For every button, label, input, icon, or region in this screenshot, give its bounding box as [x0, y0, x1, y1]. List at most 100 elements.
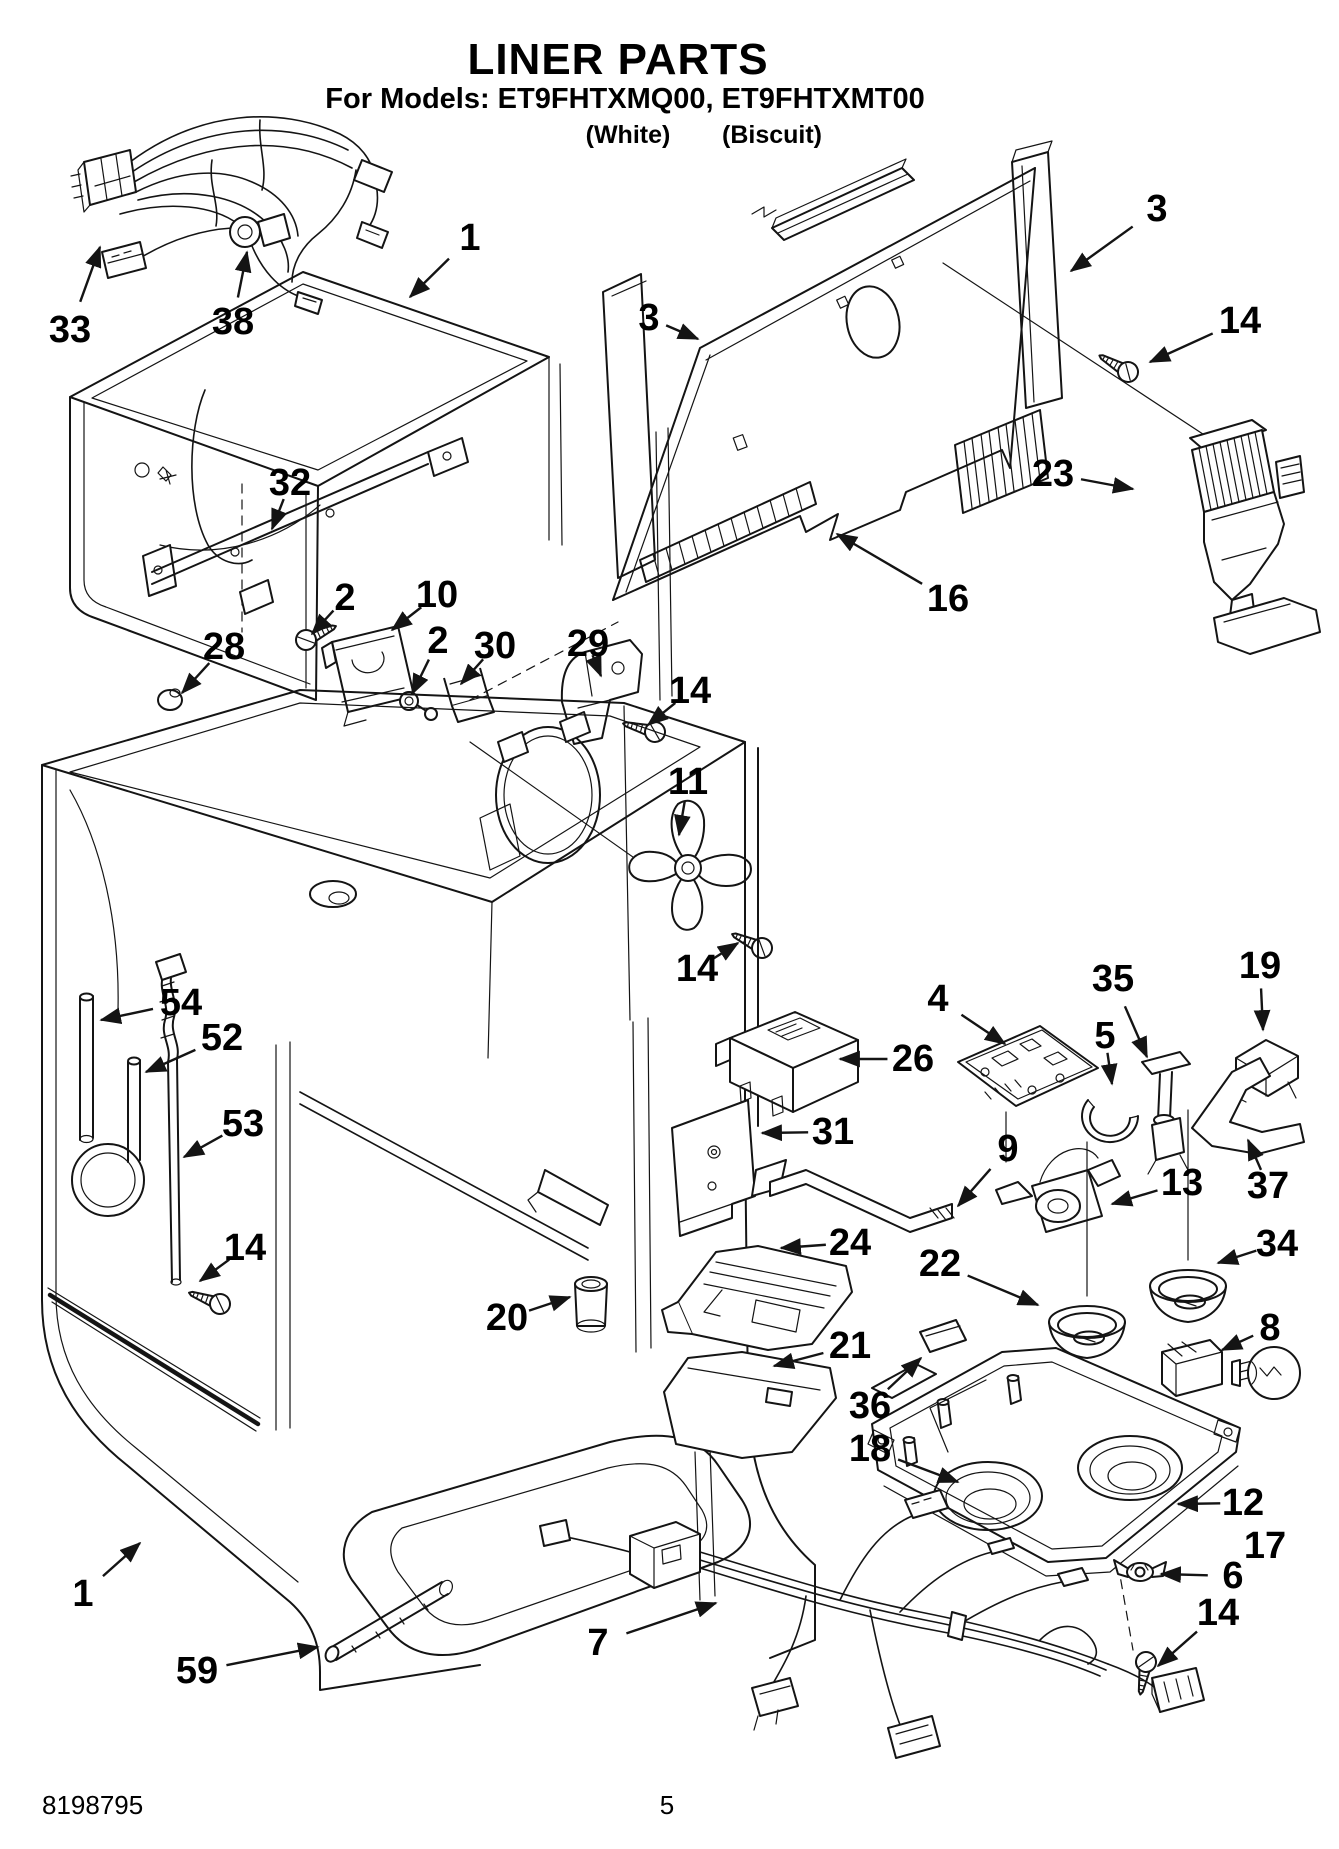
- callout-arrow-14: [198, 1258, 230, 1282]
- callout-number-19: 19: [1239, 945, 1281, 987]
- callout-number-17: 17: [1244, 1525, 1286, 1567]
- doc-number: 8198795: [42, 1790, 143, 1820]
- screw-14c-art: [726, 923, 777, 963]
- callout-arrow-14: [1148, 332, 1214, 364]
- callout-arrow-23: [1080, 477, 1135, 494]
- tube-59-art: [324, 1579, 454, 1663]
- callout-number-20: 20: [486, 1297, 528, 1339]
- callout-number-18: 18: [849, 1428, 891, 1470]
- callout-arrow-6: [1159, 1566, 1208, 1583]
- diagram-artwork: [41, 116, 1321, 1759]
- callout-arrow-7: [626, 1601, 718, 1635]
- callout-arrow-13: [1110, 1189, 1158, 1207]
- screw-14b-art: [619, 712, 669, 746]
- callout-number-33: 33: [49, 309, 91, 351]
- screw-14d-art: [184, 1282, 234, 1318]
- callout-arrow-19: [1253, 988, 1271, 1032]
- footer: 8198795 5: [42, 1790, 674, 1820]
- callout-number-29: 29: [567, 623, 609, 665]
- callout-arrow-20: [528, 1295, 572, 1312]
- callout-number-12: 12: [1222, 1482, 1264, 1524]
- callout-number-26: 26: [892, 1038, 934, 1080]
- callout-arrow-28: [180, 662, 211, 695]
- damper-23-art: [1189, 419, 1321, 655]
- callout-number-14: 14: [669, 670, 711, 712]
- callout-arrow-1: [102, 1541, 142, 1578]
- callout-number-34: 34: [1256, 1223, 1298, 1265]
- callout-arrow-11: [674, 800, 691, 837]
- callout-number-37: 37: [1247, 1165, 1289, 1207]
- wing-nut-6-art: [1113, 1559, 1167, 1582]
- callout-arrow-21: [772, 1351, 824, 1370]
- callout-number-24: 24: [829, 1222, 871, 1264]
- callout-number-1: 1: [72, 1573, 93, 1615]
- callout-number-32: 32: [269, 462, 311, 504]
- callout-arrow-18: [897, 1458, 960, 1484]
- callout-number-54: 54: [160, 982, 202, 1024]
- shield-21-art: [663, 1351, 837, 1459]
- cup-34-art: [1149, 1269, 1227, 1323]
- defrost-thermostat-13-art: [995, 1148, 1121, 1233]
- leader-dashes-30-29: [469, 621, 619, 701]
- plug-20-art: [574, 1276, 608, 1333]
- callout-arrow-14: [1156, 1630, 1198, 1668]
- wire-harness-33-38-art: [70, 116, 393, 315]
- nut-2b-art: [399, 691, 419, 711]
- fresh-food-liner-art: [41, 689, 816, 1691]
- callout-arrow-24: [779, 1238, 826, 1255]
- callout-arrow-8: [1220, 1334, 1254, 1352]
- callout-arrow-37: [1246, 1138, 1264, 1171]
- valve-35-art: [1141, 1051, 1191, 1175]
- axis-lines: [1086, 1109, 1189, 1297]
- control-housing-26-art: [715, 1011, 859, 1117]
- callout-arrow-36: [887, 1356, 923, 1391]
- wedge-36-art: [919, 1319, 967, 1353]
- rear-panel-3-art: [602, 140, 1216, 601]
- socket-bulb-8-art: [1161, 1339, 1301, 1400]
- callout-arrow-9: [956, 1168, 992, 1208]
- clip-5-art: [1081, 1099, 1140, 1144]
- header: LINER PARTS For Models: ET9FHTXMQ00, ET9…: [325, 35, 924, 149]
- callout-number-2: 2: [334, 577, 355, 619]
- callout-arrow-1: [408, 257, 450, 299]
- tubes-54-52-53-art: [79, 953, 187, 1286]
- callout-arrow-14: [710, 941, 740, 961]
- callout-number-52: 52: [201, 1017, 243, 1059]
- bracket-32-art: [142, 437, 469, 615]
- callout-arrow-2: [310, 609, 335, 636]
- callout-number-14: 14: [224, 1227, 266, 1269]
- callout-arrow-3: [1069, 225, 1134, 272]
- callout-number-13: 13: [1161, 1162, 1203, 1204]
- callout-number-3: 3: [1146, 188, 1167, 230]
- callout-number-30: 30: [474, 625, 516, 667]
- callout-number-3: 3: [638, 297, 659, 339]
- page-title: LINER PARTS: [467, 35, 768, 84]
- callout-number-1: 1: [459, 217, 480, 259]
- callout-arrow-38: [234, 250, 252, 298]
- callout-number-28: 28: [203, 626, 245, 668]
- callout-number-22: 22: [919, 1243, 961, 1285]
- callout-arrow-14: [646, 701, 677, 727]
- page-number: 5: [660, 1790, 674, 1820]
- callout-arrow-34: [1216, 1248, 1257, 1265]
- control-board-4-art: [957, 1025, 1099, 1163]
- callout-number-8: 8: [1259, 1307, 1280, 1349]
- callout-number-4: 4: [927, 978, 948, 1020]
- callout-arrow-32: [270, 498, 288, 531]
- callout-arrow-52: [144, 1048, 196, 1074]
- ribbon-9-art: [751, 1159, 955, 1233]
- callout-number-2: 2: [427, 620, 448, 662]
- callout-number-14: 14: [1197, 1592, 1239, 1634]
- callout-number-9: 9: [997, 1128, 1018, 1170]
- callout-number-59: 59: [176, 1650, 218, 1692]
- models-line: For Models: ET9FHTXMQ00, ET9FHTXMT00: [325, 83, 924, 115]
- fan-shroud-art: [469, 427, 673, 871]
- callout-number-11: 11: [668, 761, 708, 803]
- callout-number-31: 31: [812, 1111, 854, 1153]
- callout-arrow-29: [585, 654, 603, 678]
- callout-number-10: 10: [416, 574, 458, 616]
- callout-arrow-5: [1100, 1052, 1118, 1086]
- callout-number-14: 14: [1219, 300, 1261, 342]
